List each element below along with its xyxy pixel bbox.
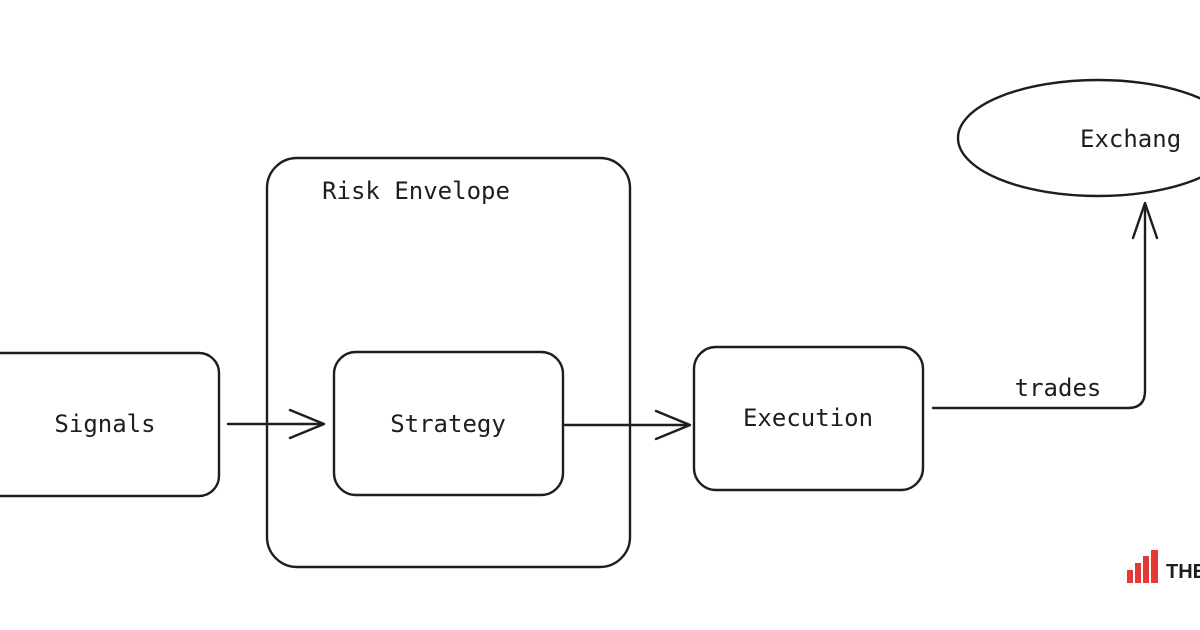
brand-bar-3 [1143, 556, 1149, 583]
arrow-strategy-to-execution-head [654, 409, 692, 441]
brand-text: THE [1166, 561, 1200, 583]
exchange-label: Exchang [1080, 125, 1181, 153]
arrow-execution-to-exchange-line [931, 202, 1147, 410]
brand-bar-2 [1135, 563, 1141, 583]
brand-bar-4 [1151, 550, 1158, 583]
node-strategy: Strategy [332, 350, 565, 497]
exchange-ellipse [956, 78, 1200, 198]
node-signals: Signals [0, 351, 221, 498]
strategy-label: Strategy [390, 410, 506, 438]
arrow-signals-to-strategy [226, 408, 326, 440]
arrow-signals-to-strategy-head [288, 408, 326, 440]
signals-label: Signals [54, 410, 155, 438]
execution-box [692, 345, 925, 492]
brand-bar-1 [1127, 570, 1133, 583]
brand-logo: THE [1127, 550, 1200, 583]
node-execution: Execution [692, 345, 925, 492]
arrow-strategy-to-execution [563, 409, 692, 441]
strategy-box [332, 350, 565, 497]
risk-envelope-label: Risk Envelope [322, 177, 510, 205]
execution-label: Execution [743, 404, 873, 432]
node-exchange: Exchang [956, 78, 1200, 198]
trades-edge-label: trades [1015, 374, 1102, 402]
arrow-execution-to-exchange: trades [931, 201, 1159, 410]
signals-box [0, 351, 221, 498]
arrow-execution-to-exchange-head [1131, 201, 1159, 240]
